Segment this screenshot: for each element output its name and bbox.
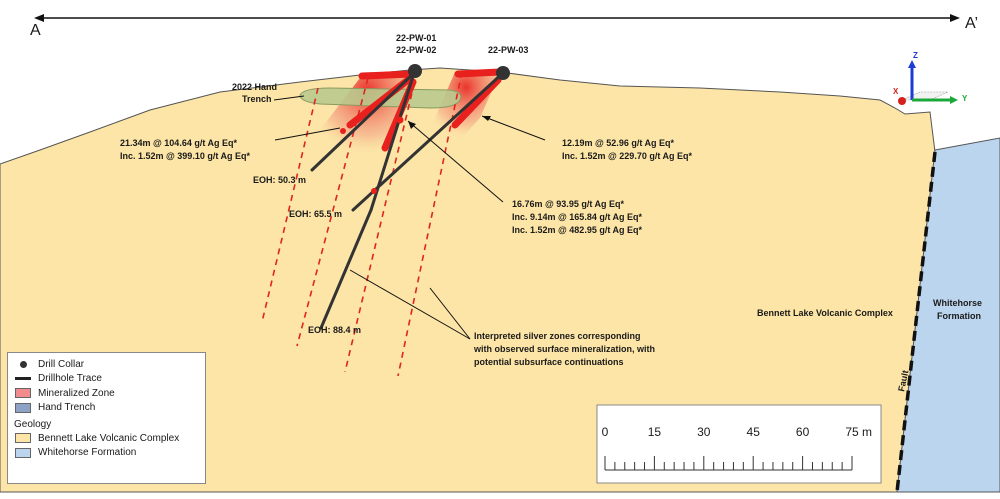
scale-bar-box bbox=[596, 404, 882, 484]
interp-zone-line-4 bbox=[397, 71, 463, 377]
legend-label: Mineralized Zone bbox=[38, 387, 115, 399]
scale-bar-ticks bbox=[604, 456, 853, 471]
intercept-a-line1: 21.34m @ 104.64 g/t Ag Eq* bbox=[120, 138, 237, 148]
leader-interp-2 bbox=[429, 287, 471, 340]
bennett-swatch bbox=[14, 432, 32, 444]
intercept-b-line1: 12.19m @ 52.96 g/t Ag Eq* bbox=[562, 138, 674, 148]
z-axis-arrow bbox=[908, 60, 916, 68]
interp-zone-line-1 bbox=[261, 87, 319, 323]
y-axis-label: Y bbox=[962, 94, 968, 103]
intercept-c-line2: Inc. 9.14m @ 165.84 g/t Ag Eq* bbox=[512, 212, 642, 222]
trench-label-1: 2022 Hand bbox=[232, 82, 277, 92]
legend-item-whitehorse: Whitehorse Formation bbox=[14, 446, 205, 461]
scale-unit-label: m bbox=[862, 425, 872, 439]
legend-label: Hand Trench bbox=[38, 402, 96, 414]
scale-tick-label: 75 bbox=[845, 425, 859, 439]
legend-item-drillhole-trace: Drillhole Trace bbox=[14, 372, 205, 387]
intercept-marker bbox=[396, 116, 404, 124]
scale-tick-label: 30 bbox=[697, 425, 711, 439]
legend-label: Drill Collar bbox=[38, 358, 85, 370]
intercept-03 bbox=[451, 76, 502, 129]
intercept-collar-1 bbox=[358, 70, 416, 80]
leader-lines bbox=[273, 95, 546, 340]
eoh-label-1: EOH: 50.3 m bbox=[253, 175, 306, 185]
whitehorse-swatch bbox=[14, 447, 32, 459]
leader-int-c bbox=[407, 120, 504, 203]
leader-int-b bbox=[481, 115, 546, 141]
trench-label-2: Trench bbox=[242, 94, 272, 104]
section-arrow-left bbox=[34, 14, 44, 22]
intercept-markers bbox=[340, 116, 404, 194]
arrowhead-int-c bbox=[408, 121, 416, 129]
legend-item-bennett: Bennett Lake Volcanic Complex bbox=[14, 431, 205, 446]
section-end-label: A’ bbox=[965, 15, 978, 32]
leader-interp-1 bbox=[349, 269, 471, 340]
intercept-marker bbox=[371, 188, 377, 194]
trace-22-pw-02-lower bbox=[319, 208, 373, 330]
eoh-label-3: EOH: 88.4 m bbox=[308, 325, 361, 335]
legend-geology-heading: Geology bbox=[14, 418, 52, 430]
z-axis-label: Z bbox=[913, 51, 918, 60]
collar-label-22-pw-01: 22-PW-01 bbox=[396, 33, 436, 43]
arrowhead-int-b bbox=[482, 116, 491, 121]
whitehorse-label-1: Whitehorse bbox=[933, 298, 982, 308]
legend-label: Drillhole Trace bbox=[38, 373, 102, 385]
drill-collar-icon bbox=[14, 358, 32, 370]
leader-arrowheads bbox=[408, 116, 491, 129]
mineralized-zone-swatch bbox=[14, 387, 32, 399]
interp-zone-line-3 bbox=[344, 71, 418, 373]
leader-int-a bbox=[274, 127, 341, 141]
drillhole-trace-icon bbox=[14, 373, 32, 385]
intercept-marker bbox=[340, 128, 346, 134]
trace-22-pw-03 bbox=[351, 71, 505, 212]
intercept-c-line3: Inc. 1.52m @ 482.95 g/t Ag Eq* bbox=[512, 225, 642, 235]
y-axis-arrow bbox=[950, 96, 958, 104]
collar-22-pw-03 bbox=[496, 66, 510, 80]
legend-item-drill-collar: Drill Collar bbox=[14, 357, 205, 372]
section-start-label: A bbox=[30, 22, 41, 39]
drillhole-traces bbox=[310, 71, 505, 330]
interp-label-2: with observed surface mineralization, wi… bbox=[473, 344, 655, 354]
intercept-a-line2: Inc. 1.52m @ 399.10 g/t Ag Eq* bbox=[120, 151, 250, 161]
scale-tick-label: 45 bbox=[747, 425, 761, 439]
section-arrow-right bbox=[950, 14, 960, 22]
intercept-c-line1: 16.76m @ 93.95 g/t Ag Eq* bbox=[512, 199, 624, 209]
legend: Drill Collar Drillhole Trace Mineralized… bbox=[7, 352, 206, 484]
leader-trench bbox=[273, 95, 305, 101]
scale-tick-label: 60 bbox=[796, 425, 810, 439]
whitehorse-label-2: Formation bbox=[937, 311, 981, 321]
bennett-label: Bennett Lake Volcanic Complex bbox=[757, 308, 893, 318]
legend-item-hand-trench: Hand Trench bbox=[14, 401, 205, 416]
x-axis bbox=[898, 97, 906, 105]
scale-tick-label: 15 bbox=[648, 425, 662, 439]
fault-line bbox=[895, 151, 937, 493]
hand-trench-swatch bbox=[14, 402, 32, 414]
trace-22-pw-01 bbox=[310, 71, 416, 172]
x-axis-label: X bbox=[893, 87, 899, 96]
bennett-lake-unit bbox=[0, 67, 936, 493]
intercept-b-line2: Inc. 1.52m @ 229.70 g/t Ag Eq* bbox=[562, 151, 692, 161]
fault-label: Fault bbox=[896, 369, 910, 392]
collar-label-22-pw-03: 22-PW-03 bbox=[488, 45, 528, 55]
legend-label: Bennett Lake Volcanic Complex bbox=[38, 432, 180, 444]
eoh-label-2: EOH: 65.5 m bbox=[289, 209, 342, 219]
interp-label-1: Interpreted silver zones corresponding bbox=[474, 331, 641, 341]
interp-label-3: potential subsurface continuations bbox=[474, 357, 624, 367]
legend-item-mineralized-zone: Mineralized Zone bbox=[14, 386, 205, 401]
legend-label: Whitehorse Formation bbox=[38, 447, 137, 459]
intercept-collar-2 bbox=[454, 68, 504, 78]
scale-tick-label: 0 bbox=[602, 425, 609, 439]
collar-22-pw-01-02 bbox=[408, 64, 422, 78]
orientation-axes-icon: Z Y X bbox=[893, 51, 968, 105]
collar-label-22-pw-02: 22-PW-02 bbox=[396, 45, 436, 55]
